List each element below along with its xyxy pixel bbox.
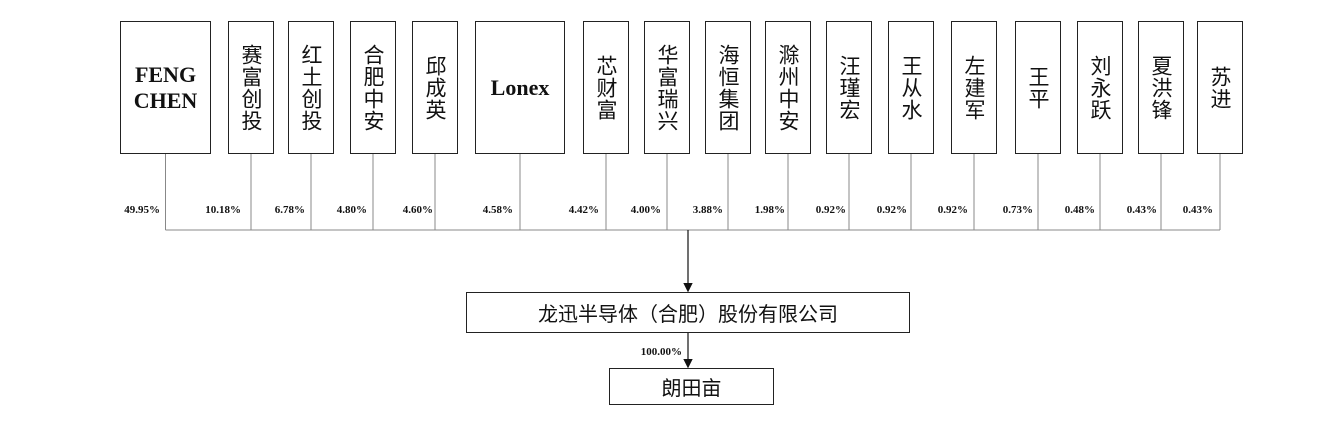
company-name: 龙迅半导体（合肥）股份有限公司 [538, 302, 838, 326]
shareholder-box: 滁州中安 [765, 21, 811, 154]
shareholder-name: 邱成英 [423, 54, 447, 121]
shareholder-percentage: 4.80% [336, 204, 367, 216]
shareholder-box: 华富瑞兴 [644, 21, 690, 154]
shareholder-name: 海恒集团 [716, 43, 740, 132]
shareholder-name: 合肥中安 [361, 43, 385, 132]
shareholder-name: 汪瑾宏 [837, 54, 861, 121]
shareholder-percentage: 49.95% [124, 204, 160, 216]
shareholder-percentage: 0.43% [1182, 204, 1213, 216]
shareholder-box: 红土创投 [288, 21, 334, 154]
shareholder-box: 王平 [1015, 21, 1061, 154]
shareholder-name: Lonex [490, 74, 550, 100]
shareholder-percentage: 4.60% [402, 204, 433, 216]
company-box: 龙迅半导体（合肥）股份有限公司 [466, 292, 910, 333]
shareholder-percentage: 10.18% [205, 204, 241, 216]
shareholder-box: 海恒集团 [705, 21, 751, 154]
shareholder-name: 苏进 [1208, 65, 1232, 110]
shareholder-percentage: 6.78% [274, 204, 305, 216]
shareholder-box: 王从水 [888, 21, 934, 154]
shareholder-percentage: 0.92% [876, 204, 907, 216]
shareholder-percentage: 0.73% [1002, 204, 1033, 216]
shareholder-name: 赛富创投 [239, 43, 263, 132]
shareholder-box: Lonex [475, 21, 565, 154]
shareholder-name: 芯财富 [594, 54, 618, 121]
shareholder-percentage: 0.43% [1126, 204, 1157, 216]
shareholder-name: 刘永跃 [1088, 54, 1112, 121]
shareholder-box: 汪瑾宏 [826, 21, 872, 154]
subsidiary-name: 朗田亩 [661, 376, 722, 400]
shareholder-name: 红土创投 [299, 43, 323, 132]
shareholder-percentage: 4.42% [568, 204, 599, 216]
shareholder-box: 赛富创投 [228, 21, 274, 154]
shareholder-box: 左建军 [951, 21, 997, 154]
shareholder-box: 芯财富 [583, 21, 629, 154]
shareholder-percentage: 0.92% [937, 204, 968, 216]
shareholder-name: 王从水 [899, 54, 923, 121]
shareholder-name: FENG CHEN [133, 61, 198, 113]
shareholder-name: 华富瑞兴 [655, 43, 679, 132]
shareholder-name: 夏洪锋 [1149, 54, 1173, 121]
shareholder-name: 王平 [1026, 65, 1050, 110]
shareholder-percentage: 3.88% [692, 204, 723, 216]
shareholder-box: 合肥中安 [350, 21, 396, 154]
shareholder-percentage: 4.58% [482, 204, 513, 216]
shareholder-box: FENG CHEN [120, 21, 211, 154]
shareholder-percentage: 4.00% [630, 204, 661, 216]
shareholder-box: 夏洪锋 [1138, 21, 1184, 154]
shareholder-name: 左建军 [962, 54, 986, 121]
shareholder-percentage: 1.98% [754, 204, 785, 216]
subsidiary-percentage: 100.00% [640, 346, 682, 358]
shareholder-percentage: 0.92% [815, 204, 846, 216]
shareholder-name: 滁州中安 [776, 43, 800, 132]
shareholder-box: 苏进 [1197, 21, 1243, 154]
shareholder-percentage: 0.48% [1064, 204, 1095, 216]
shareholder-box: 刘永跃 [1077, 21, 1123, 154]
subsidiary-box: 朗田亩 [609, 368, 774, 405]
shareholder-box: 邱成英 [412, 21, 458, 154]
